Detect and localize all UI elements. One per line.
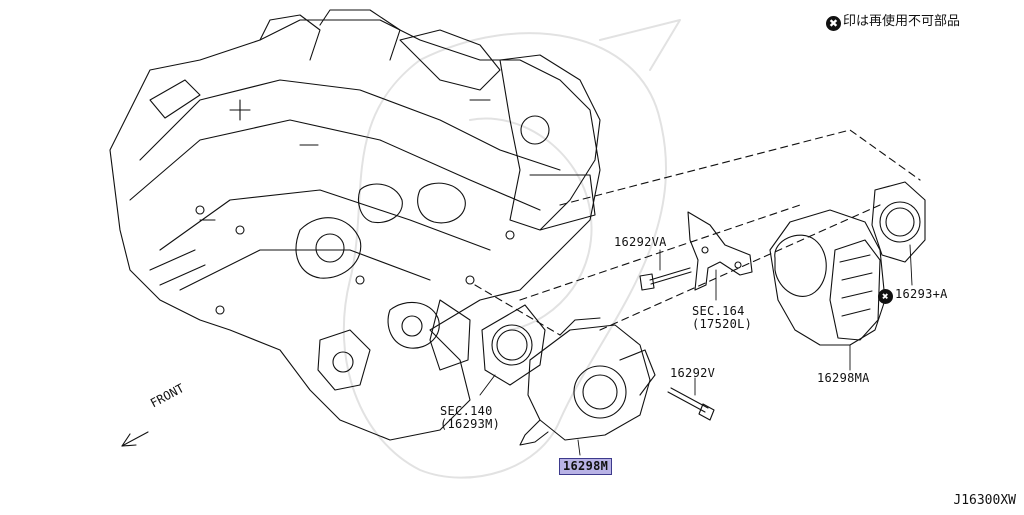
callout-sec140-title: SEC.140 <box>440 404 493 418</box>
callout-sec140[interactable]: SEC.140 (16293M) <box>440 405 500 431</box>
callout-16292va[interactable]: 16292VA <box>614 235 667 249</box>
non-reusable-notice: ✖印は再使用不可部品 <box>826 10 960 31</box>
callout-sec164-title: SEC.164 <box>692 304 745 318</box>
callout-16293a-text: 16293+A <box>895 287 948 301</box>
engine-block <box>109 9 601 441</box>
callout-sec164-sub: (17520L) <box>692 317 753 331</box>
callout-sec140-sub: (16293M) <box>440 417 501 431</box>
callout-16293a[interactable]: ✖16293+A <box>878 288 948 304</box>
x-mark-icon: ✖ <box>878 289 893 304</box>
bolt-16292va <box>639 267 692 291</box>
front-arrow-icon <box>121 431 149 447</box>
callout-16298m[interactable]: 16298M <box>559 458 613 475</box>
bracket-sec164 <box>687 211 753 291</box>
throttle-body-16298ma <box>769 209 886 346</box>
drawing-code: J16300XW <box>953 493 1016 508</box>
gasket-16293a <box>871 181 926 263</box>
leader-lines <box>479 244 913 456</box>
notice-text: 印は再使用不可部品 <box>843 14 961 29</box>
bolt-16292v <box>667 387 715 421</box>
watermark <box>342 19 681 479</box>
callout-16298ma[interactable]: 16298MA <box>817 371 870 385</box>
gasket-sec140 <box>481 304 546 386</box>
x-mark-icon: ✖ <box>826 16 841 31</box>
throttle-body-16298m <box>519 317 656 446</box>
callout-16292v[interactable]: 16292V <box>670 366 716 380</box>
callout-sec164[interactable]: SEC.164 (17520L) <box>692 305 752 331</box>
